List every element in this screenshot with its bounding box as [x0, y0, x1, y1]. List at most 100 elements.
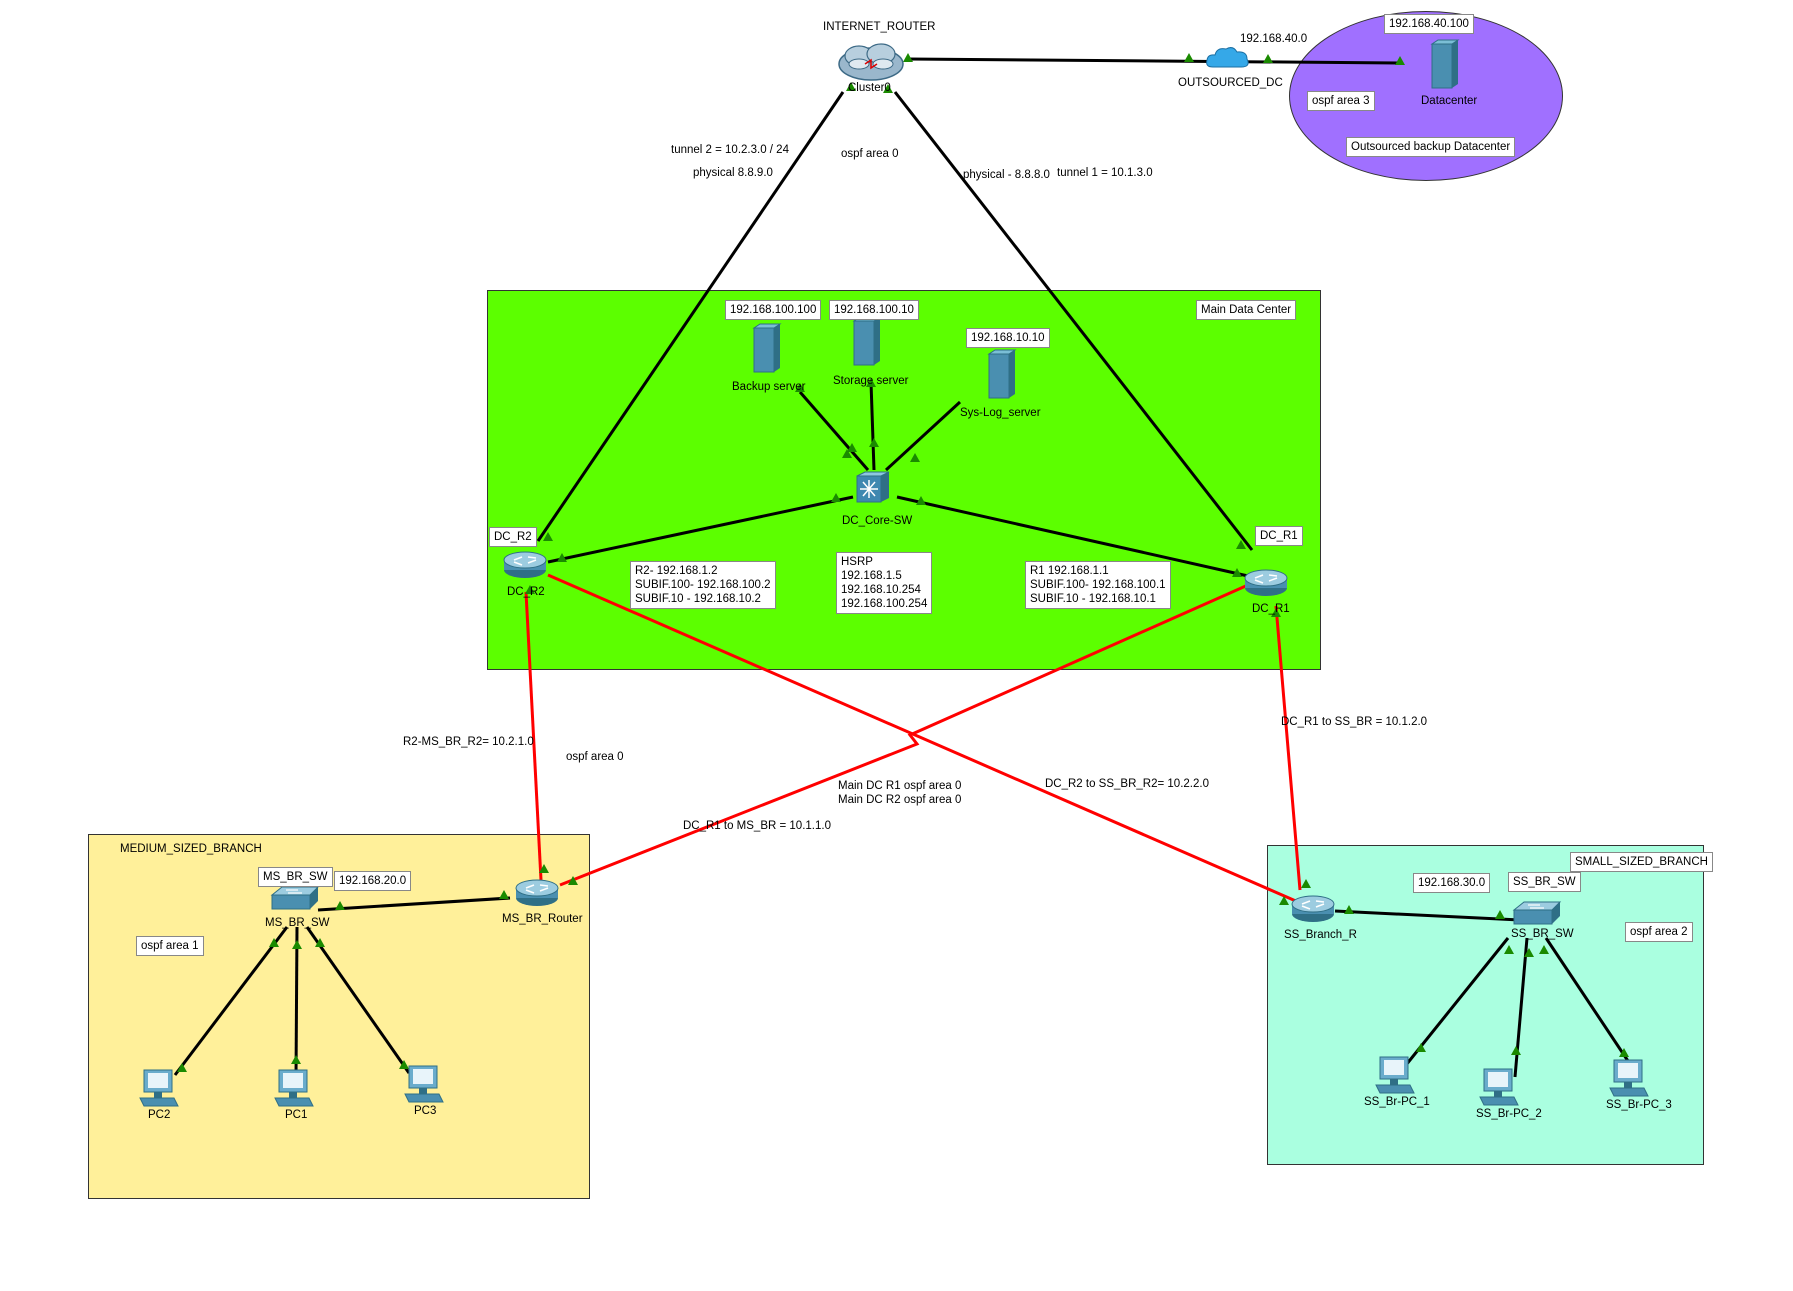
dc-r1-tag: DC_R1	[1255, 526, 1303, 546]
router-icon	[515, 879, 559, 906]
internet-router-cluster[interactable]	[835, 40, 907, 87]
pc2[interactable]	[138, 1068, 180, 1111]
physical-8-8-8-label: physical - 8.8.8.0	[963, 169, 1050, 181]
ss-br-pc-3[interactable]	[1608, 1058, 1650, 1101]
pc-icon	[139, 1069, 179, 1107]
switch-icon	[270, 886, 320, 910]
net-192-168-20-label: 192.168.20.0	[334, 871, 412, 891]
syslog-server-ip: 192.168.10.10	[966, 328, 1050, 348]
storage-server[interactable]	[850, 315, 884, 370]
link-dc-r2-ss-router	[547, 573, 1306, 907]
ospf-area-0-mid-label: ospf area 0	[566, 751, 624, 763]
pc-icon	[404, 1065, 444, 1103]
link-core-dc-r2	[547, 495, 854, 564]
pc1[interactable]	[273, 1068, 315, 1111]
link-mssw-pc1	[294, 926, 299, 1079]
dc-r2-tag: DC_R2	[489, 527, 537, 547]
physical-8-8-9-label: physical 8.8.9.0	[693, 167, 773, 179]
outsourced-caption: Outsourced backup Datacenter	[1346, 137, 1516, 157]
r2-ss-link-label: DC_R2 to SS_BR_R2= 10.2.2.0	[1045, 778, 1209, 790]
medium-branch-title: MEDIUM_SIZED_BRANCH	[120, 843, 262, 855]
r2-address-box: R2- 192.168.1.2 SUBIF.100- 192.168.100.2…	[630, 561, 776, 609]
link-core-storage	[869, 381, 876, 471]
ms-br-router[interactable]	[514, 876, 560, 911]
link-ssrouter-sssw	[1334, 909, 1521, 922]
syslog-server-name: Sys-Log_server	[960, 407, 1041, 419]
hsrp-box: HSRP 192.168.1.5 192.168.10.254 192.168.…	[836, 552, 933, 614]
backup-server[interactable]	[750, 322, 784, 377]
datacenter-name: Datacenter	[1421, 95, 1478, 107]
dc-r2-router[interactable]	[502, 548, 548, 583]
outsourced-dc-cloud[interactable]	[1205, 45, 1251, 74]
tunnel-2-label: tunnel 2 = 10.2.3.0 / 24	[671, 144, 789, 156]
r1-ss-link-label: DC_R1 to SS_BR = 10.1.2.0	[1281, 716, 1428, 728]
cloud-cluster-icon	[838, 43, 904, 81]
link-dc-r1-ss-router	[1274, 605, 1302, 891]
pc3-name: PC3	[414, 1105, 437, 1117]
dc-r1-name: DC_R1	[1252, 603, 1290, 615]
server-icon	[752, 323, 782, 373]
link-internet-dc-r2	[536, 91, 845, 542]
ss-branch-router[interactable]	[1290, 892, 1336, 927]
ms-br-switch-tag: MS_BR_SW	[258, 867, 333, 887]
datacenter-ip: 192.168.40.100	[1384, 14, 1474, 34]
internet-router-title: INTERNET_ROUTER	[823, 21, 936, 33]
ss-branch-router-name: SS_Branch_R	[1284, 929, 1357, 941]
server-icon	[852, 316, 882, 366]
storage-server-ip: 192.168.100.10	[829, 300, 919, 320]
link-mssw-pc2	[173, 926, 289, 1076]
ms-br-switch-name: MS_BR_SW	[265, 917, 330, 929]
cloud-icon	[1206, 47, 1249, 68]
main-dc-ospf-label: Main DC R1 ospf area 0 Main DC R2 ospf a…	[838, 780, 962, 806]
outsourced-dc-name: OUTSOURCED_DC	[1178, 77, 1283, 89]
backup-server-ip: 192.168.100.100	[725, 300, 822, 320]
link-dc-r1-ms-router	[559, 583, 1249, 887]
pc3[interactable]	[403, 1064, 445, 1107]
link-dc-r2-ms-router	[524, 591, 543, 881]
small-sized-branch-zone	[1267, 845, 1704, 1165]
dc-core-switch-name: DC_Core-SW	[842, 515, 913, 527]
ospf-area-1-label: ospf area 1	[136, 936, 204, 956]
net-192-168-40-label: 192.168.40.0	[1240, 33, 1308, 45]
switch-icon	[1512, 901, 1562, 925]
net-192-168-30-label: 192.168.30.0	[1413, 873, 1491, 893]
syslog-server[interactable]	[985, 348, 1019, 403]
ss-br-pc-2[interactable]	[1478, 1067, 1520, 1110]
ss-br-switch[interactable]	[1512, 900, 1562, 929]
link-sssw-sspc3	[1544, 937, 1634, 1068]
dc-r2-name: DC_R2	[507, 586, 545, 598]
link-core-dc-r1	[896, 495, 1249, 578]
ss-br-pc-1[interactable]	[1374, 1055, 1416, 1098]
main-dc-title: Main Data Center	[1196, 300, 1297, 320]
r1-ms-link-label: DC_R1 to MS_BR = 10.1.1.0	[683, 820, 831, 832]
router-icon	[1244, 569, 1288, 596]
pc2-name: PC2	[148, 1109, 171, 1121]
link-status-indicators	[177, 53, 1629, 1072]
ss-br-switch-tag: SS_BR_SW	[1508, 872, 1581, 892]
ss-br-pc-1-name: SS_Br-PC_1	[1364, 1096, 1430, 1108]
ms-br-router-name: MS_BR_Router	[502, 913, 583, 925]
link-mssw-pc3	[305, 926, 411, 1074]
link-msrouter-mssw	[317, 896, 511, 912]
pc-icon	[1375, 1056, 1415, 1094]
storage-server-name: Storage server	[833, 375, 909, 387]
ospf-area-0-top-label: ospf area 0	[841, 148, 899, 160]
dc-r1-router[interactable]	[1243, 566, 1289, 601]
link-internet-dc-r1	[893, 91, 1254, 551]
pc-icon	[274, 1069, 314, 1107]
ospf-area-2-label: ospf area 2	[1625, 922, 1693, 942]
dc-core-switch[interactable]	[855, 470, 891, 507]
pc-icon	[1609, 1059, 1649, 1097]
ms-br-switch[interactable]	[270, 885, 320, 914]
small-branch-title: SMALL_SIZED_BRANCH	[1570, 852, 1713, 872]
link-sssw-sspc1	[1404, 937, 1510, 1066]
router-icon	[503, 551, 547, 578]
ss-br-switch-name: SS_BR_SW	[1511, 928, 1574, 940]
ss-br-pc-2-name: SS_Br-PC_2	[1476, 1108, 1542, 1120]
r2-ms-link-label: R2-MS_BR_R2= 10.2.1.0	[403, 736, 534, 748]
pc1-name: PC1	[285, 1109, 308, 1121]
datacenter-server[interactable]	[1428, 38, 1462, 93]
ss-br-pc-3-name: SS_Br-PC_3	[1606, 1099, 1672, 1111]
server-icon	[987, 349, 1017, 399]
